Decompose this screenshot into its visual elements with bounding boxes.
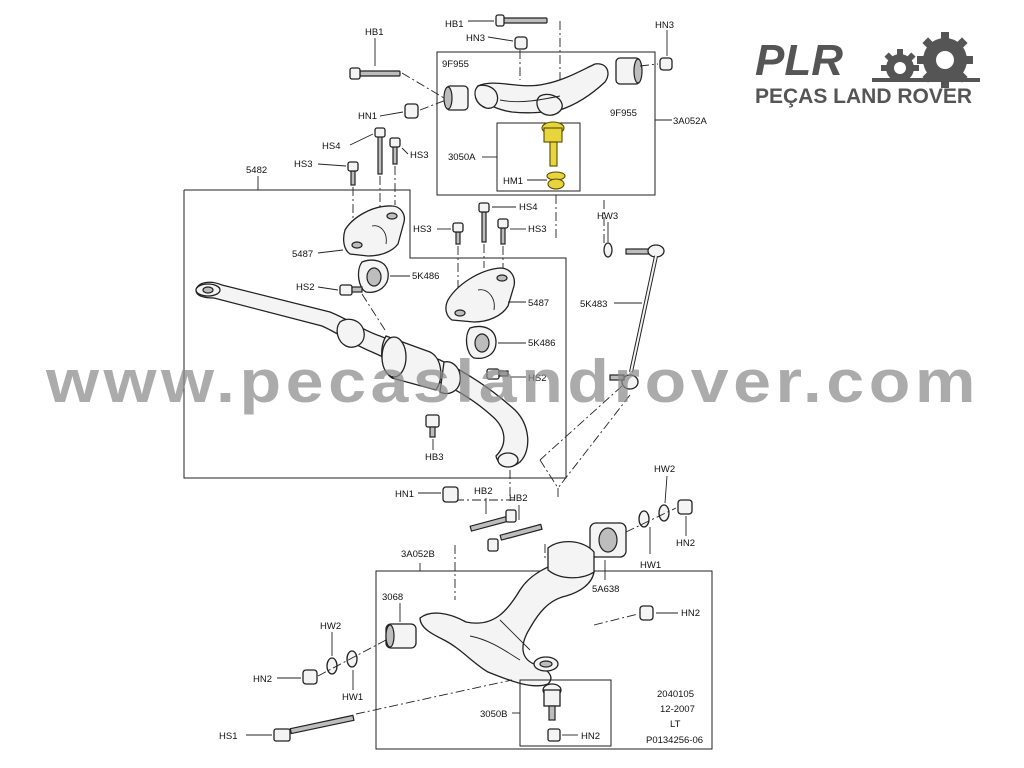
nut-hn1-mid	[442, 486, 459, 503]
bushing-9f955-right	[615, 57, 643, 85]
nut-hn3-right	[659, 57, 673, 71]
ball-joint-3050b	[542, 683, 562, 742]
label-9f955-left: 9F955	[442, 59, 469, 70]
bolt-hb3	[425, 414, 440, 438]
bolt-hs2-left	[339, 284, 363, 296]
nut-hn3-top	[514, 36, 528, 50]
label-hn3-top-right: HN3	[655, 20, 674, 31]
bolt-hs3-mid-right	[497, 218, 509, 245]
bolt-hb1-left	[349, 67, 401, 80]
ref-month-year: 12-2007	[660, 704, 695, 715]
bolt-hs3-left-b	[347, 161, 359, 186]
label-hb1-left: HB1	[365, 27, 383, 38]
label-3068: 3068	[382, 592, 403, 603]
nut-hn1-top	[404, 103, 419, 119]
label-hw1-left: HW1	[342, 692, 363, 703]
nut-hn2-left	[302, 669, 318, 685]
label-hs3-left-b: HS3	[294, 159, 312, 170]
ball-joint-3050a	[541, 121, 566, 190]
gear-icon	[872, 32, 980, 88]
label-hn3-top-left: HN3	[466, 33, 485, 44]
washer-hw2-left	[326, 657, 338, 675]
label-9f955-right: 9F955	[610, 108, 637, 119]
watermark-url: www.pecaslandrover.com	[45, 348, 980, 415]
bolt-hb2-right	[487, 523, 543, 552]
label-3050a: 3050A	[448, 152, 476, 163]
label-5487-right: 5487	[528, 298, 549, 309]
label-hm1: HM1	[503, 176, 523, 187]
label-hn1-top: HN1	[358, 111, 377, 122]
label-hs3-left-a: HS3	[410, 150, 428, 161]
label-hs2-left: HS2	[296, 282, 314, 293]
lower-arm-3a052b	[419, 541, 595, 687]
bolt-hb2-left	[469, 509, 517, 532]
box-5482	[183, 189, 567, 479]
label-3a052a: 3A052A	[673, 116, 707, 127]
label-hn2-right-top: HN2	[676, 538, 695, 549]
ref-date-code: 2040105	[657, 689, 694, 700]
label-5487-left: 5487	[292, 249, 313, 260]
bushing-5k486-mid	[465, 325, 497, 360]
label-hb1-top: HB1	[445, 19, 463, 30]
bracket-5487-left	[343, 205, 406, 257]
washer-hw2-right	[658, 504, 670, 522]
logo-text: PLR	[755, 36, 843, 85]
label-hb3: HB3	[425, 452, 443, 463]
stabilizer-bar	[195, 281, 529, 468]
bracket-5487-right	[445, 267, 516, 323]
ref-side: LT	[670, 719, 681, 730]
label-hn2-left: HN2	[253, 674, 272, 685]
drop-link-5k483	[609, 244, 665, 390]
label-hw1-right: HW1	[640, 560, 661, 571]
label-hs4-left: HS4	[322, 141, 340, 152]
label-hs3-mid-left: HS3	[413, 224, 431, 235]
label-5a638: 5A638	[592, 584, 619, 595]
bushing-5k486-top	[357, 259, 389, 293]
label-hs2-right: HS2	[528, 373, 546, 384]
label-hw2-right: HW2	[654, 464, 675, 475]
washer-hw3	[603, 242, 613, 258]
label-3050b: 3050B	[480, 709, 507, 720]
washer-hw1-left	[346, 650, 358, 668]
box-3a052a	[436, 51, 656, 196]
label-hs1: HS1	[219, 731, 237, 742]
logo-subtitle: PEÇAS LAND ROVER	[755, 85, 972, 108]
label-5k483: 5K483	[580, 299, 607, 310]
label-5482: 5482	[246, 165, 267, 176]
bushing-9f955-left	[443, 85, 469, 111]
bolt-hs3-left-a	[389, 137, 401, 165]
label-5k486-mid: 5K486	[528, 338, 555, 349]
label-hn2-bottom: HN2	[581, 731, 600, 742]
nut-hn2-right-top	[677, 499, 693, 515]
label-hb2-left: HB2	[474, 486, 492, 497]
bolt-hs4-left	[374, 127, 386, 175]
label-hs3-mid-right: HS3	[528, 224, 546, 235]
bushing-5a638	[589, 522, 627, 558]
label-3a052b: 3A052B	[401, 549, 435, 560]
label-5k486-top: 5K486	[412, 271, 439, 282]
label-hw2-left: HW2	[320, 621, 341, 632]
bolt-hb1-top	[495, 14, 548, 27]
bolt-hs3-mid-left	[452, 222, 464, 245]
bolt-hs4-mid	[478, 202, 490, 243]
label-hb2-right: HB2	[509, 493, 527, 504]
plr-logo: PLR PEÇAS LAND ROVER	[755, 32, 980, 108]
bushing-3068	[385, 623, 417, 649]
label-hn2-right-mid: HN2	[681, 608, 700, 619]
bolt-hs1	[273, 714, 355, 742]
label-hn1-mid: HN1	[395, 489, 414, 500]
subframe-bracket-3a052a	[474, 63, 609, 116]
washer-hw1-right	[638, 510, 650, 528]
bolt-hs2-right	[486, 368, 509, 380]
ref-drawing-number: P0134256-06	[646, 735, 703, 746]
nut-hn2-right-mid	[639, 605, 654, 621]
label-hs4-mid: HS4	[519, 202, 537, 213]
label-hw3: HW3	[597, 211, 618, 222]
